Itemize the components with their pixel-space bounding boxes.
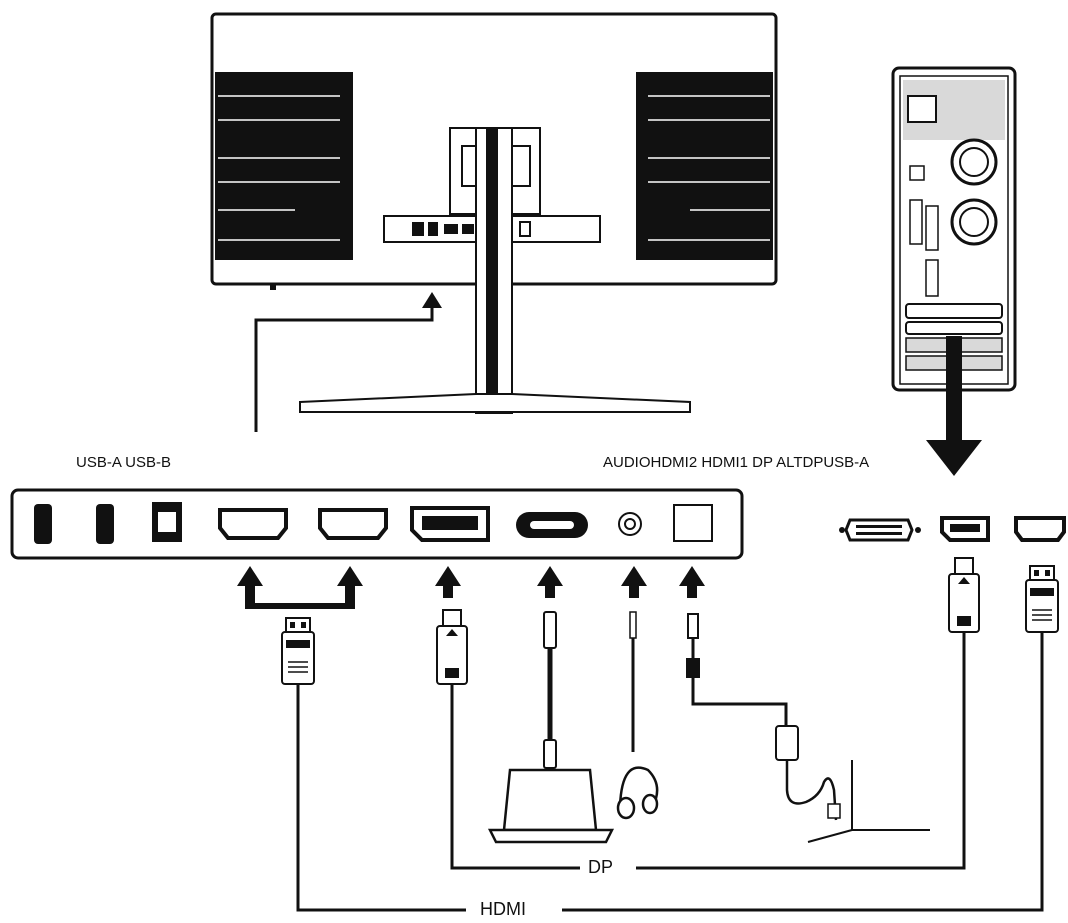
port-arrows <box>237 566 705 609</box>
dc-power-cable <box>686 613 841 821</box>
hdmi-cable-run <box>296 632 1044 912</box>
dp-cable-label: DP <box>582 858 620 876</box>
dp-cable-run <box>450 632 966 870</box>
hdmi-cable-label: HDMI <box>474 900 532 918</box>
laptop <box>487 768 615 844</box>
pc-port-icons <box>839 516 1066 542</box>
headphones <box>616 766 659 820</box>
monitor-pointer-line <box>254 292 442 432</box>
audio-cable <box>629 611 637 752</box>
dp-plug-pc <box>948 557 980 633</box>
dp-plug-monitor <box>436 609 468 685</box>
monitor-ports-label-left: USB-A USB-B <box>76 454 172 471</box>
hdmi-plug-monitor <box>281 617 315 685</box>
wall-outlet <box>807 760 930 843</box>
pc-tower <box>891 66 1017 392</box>
hdmi-plug-pc <box>1025 565 1059 633</box>
pc-ports-arrow <box>926 336 982 476</box>
monitor-ports-label-right: AUDIOHDMI2 HDMI1 DP ALTDPUSB-A <box>603 454 870 471</box>
monitor-port-panel <box>10 488 744 560</box>
monitor <box>210 12 778 414</box>
usbc-cable <box>543 611 557 769</box>
